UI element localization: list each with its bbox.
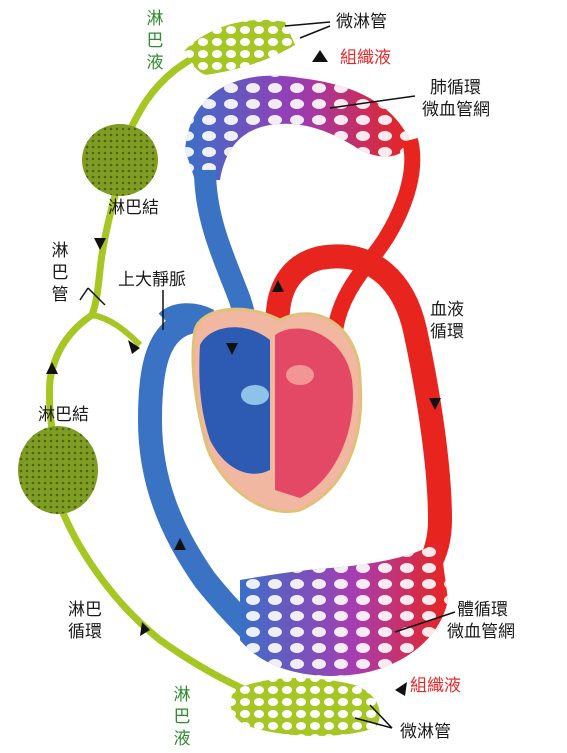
label-pulmonary-1: 肺循環 — [430, 78, 481, 98]
label-lymph-fluid-bottom: 淋巴液 — [172, 684, 192, 750]
arrow-icon — [312, 50, 328, 62]
heart — [193, 309, 361, 511]
label-lymph-fluid-top: 淋巴液 — [145, 8, 165, 74]
label-lymph-vessel: 淋巴管 — [50, 240, 70, 306]
label-blood-circ-2: 循環 — [430, 322, 464, 342]
label-blood-circ-1: 血液 — [430, 300, 464, 320]
label-systemic-2: 微血管網 — [447, 622, 515, 642]
label-lymph-node-lower: 淋巴結 — [38, 405, 89, 425]
label-lymph-node-upper: 淋巴結 — [108, 198, 159, 218]
label-lymph-circ-2: 循環 — [68, 622, 102, 642]
lymph-capillary-top — [185, 20, 295, 75]
label-pulmonary-2: 微血管網 — [422, 100, 490, 120]
label-lymph-capillary-top: 微淋管 — [336, 12, 387, 32]
lymph-node-lower — [18, 426, 98, 514]
label-systemic-1: 體循環 — [457, 600, 508, 620]
label-lymph-circ-1: 淋巴 — [68, 600, 102, 620]
label-superior-vena-cava: 上大靜脈 — [118, 270, 186, 290]
label-tissue-fluid-bottom: 組織液 — [410, 676, 461, 696]
systemic-capillary-network — [240, 540, 448, 676]
label-tissue-fluid-top: 組織液 — [340, 48, 391, 68]
lymph-capillary-bottom — [231, 678, 380, 736]
label-lymph-capillary-bottom: 微淋管 — [400, 722, 451, 742]
lymph-node-upper — [82, 124, 158, 196]
pulmonary-capillary-network — [185, 76, 410, 180]
arrow-icon — [395, 682, 407, 696]
